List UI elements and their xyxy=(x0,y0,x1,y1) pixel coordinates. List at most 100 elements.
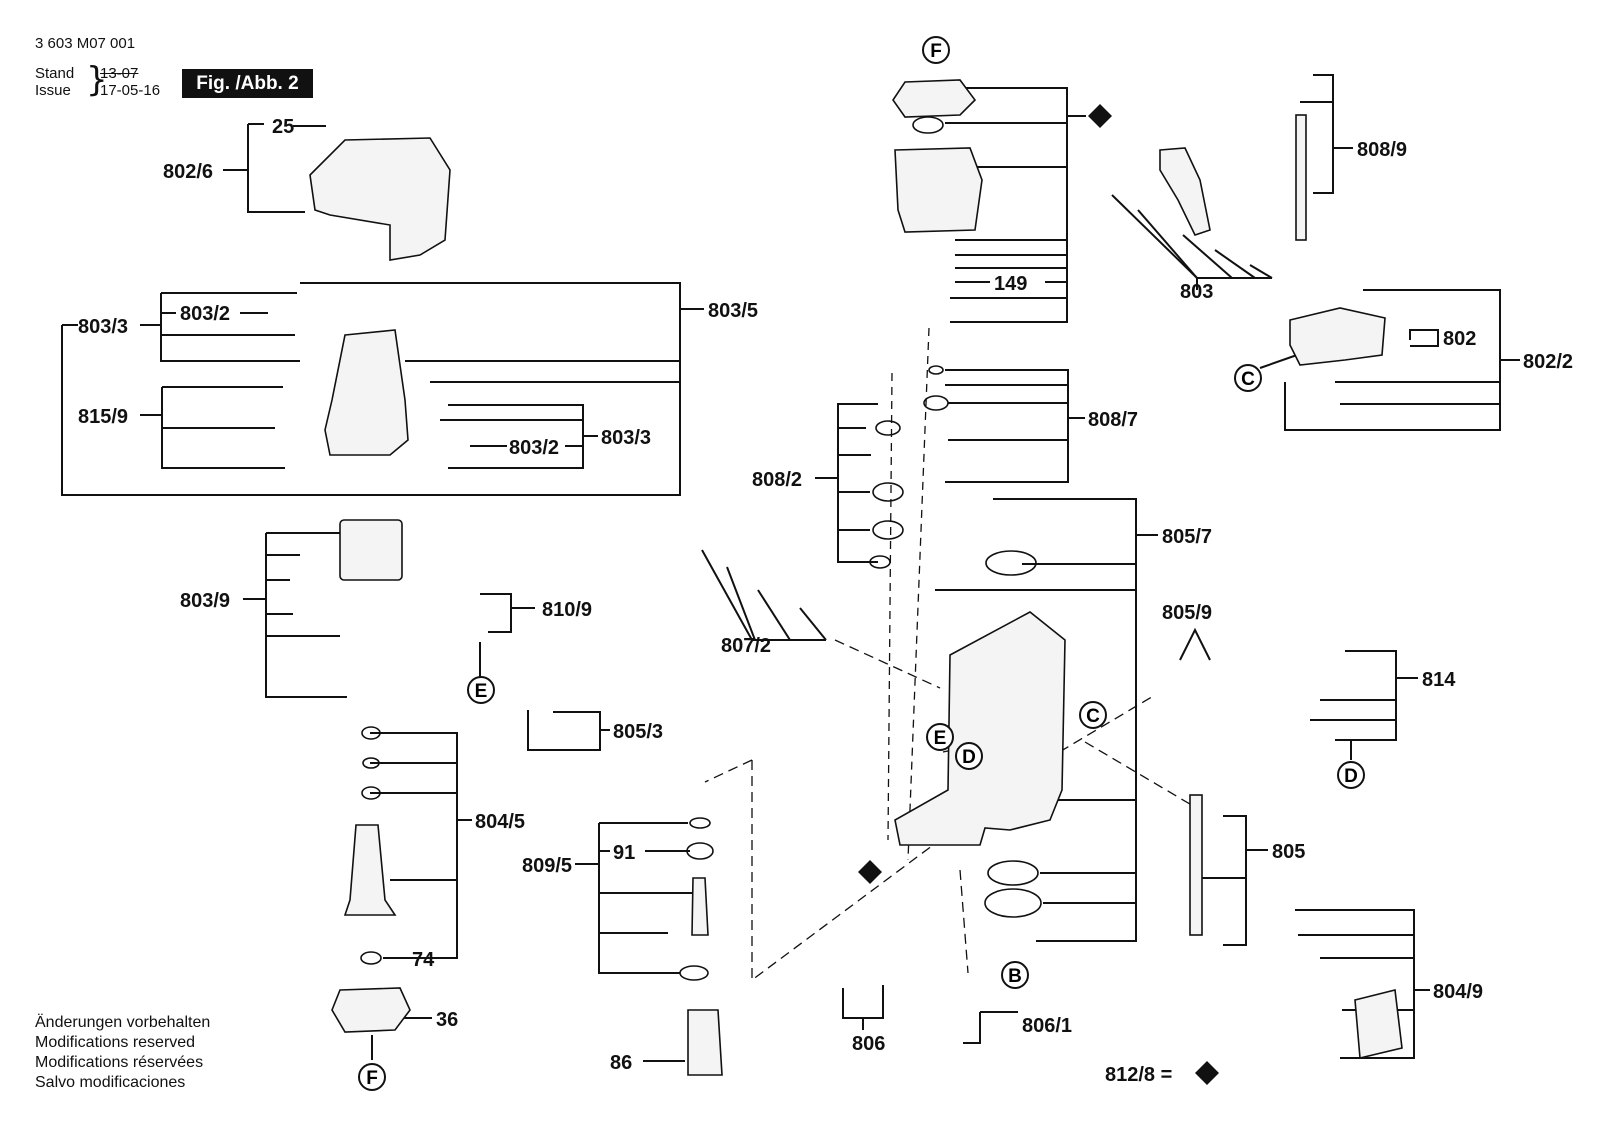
callout-807-2: 807/2 xyxy=(721,635,771,657)
board-shape xyxy=(1354,989,1403,1059)
washer-shape xyxy=(872,520,904,540)
callout-808-9: 808/9 xyxy=(1357,139,1407,161)
circle-marker-group: F F E E D D C C xyxy=(358,36,1365,1091)
ring-shape xyxy=(912,116,944,134)
callout-803-2-right: 803/2 xyxy=(509,437,559,459)
field-coil-shape xyxy=(339,519,403,581)
bearing-shape xyxy=(361,726,381,740)
callout-803-9: 803/9 xyxy=(180,590,230,612)
callout-149: 149 xyxy=(994,273,1027,295)
callout-802-6: 802/6 xyxy=(163,161,213,183)
washer-shape xyxy=(869,555,891,569)
callout-802-2: 802/2 xyxy=(1523,351,1573,373)
circle-marker-D-center: D xyxy=(955,742,983,770)
bottom-spider-shape xyxy=(331,987,411,1033)
part-drawings xyxy=(309,79,1403,1076)
stand-label: Stand xyxy=(35,65,75,82)
date-brace: } xyxy=(86,60,108,100)
note-en: Modifications reserved xyxy=(35,1034,196,1051)
motor-cover-shape xyxy=(309,137,451,261)
marker-letter: B xyxy=(1008,966,1022,987)
callout-803-3-left: 803/3 xyxy=(78,316,128,338)
circlip-shape xyxy=(984,888,1042,918)
callout-803-2-top: 803/2 xyxy=(180,303,230,325)
washer-shape xyxy=(875,420,901,436)
marker-letter: C xyxy=(1086,706,1100,727)
callout-803: 803 xyxy=(1180,281,1213,303)
callout-810-9: 810/9 xyxy=(542,599,592,621)
note-fr: Modifications réservées xyxy=(35,1054,204,1071)
callout-814: 814 xyxy=(1422,669,1456,691)
circle-marker-F-top: F xyxy=(922,36,950,64)
ring-shape xyxy=(928,365,944,375)
marker-letter: F xyxy=(366,1068,378,1089)
issue-date: 17-05-16 xyxy=(100,82,161,99)
rail-shape xyxy=(1189,794,1203,936)
marker-letter: E xyxy=(934,728,947,749)
circle-marker-C-top: C xyxy=(1234,364,1262,392)
marker-letter: D xyxy=(962,747,976,768)
bearing-shape xyxy=(923,395,949,411)
top-plate-shape xyxy=(892,79,977,118)
circle-marker-E-center: E xyxy=(926,723,954,751)
marker-letter: C xyxy=(1241,369,1255,390)
circle-marker-C-center: C xyxy=(1079,701,1107,729)
legend-812-8: 812/8 = xyxy=(1105,1064,1172,1086)
callout-803-5: 803/5 xyxy=(708,300,758,322)
chuck-shape xyxy=(687,1009,723,1076)
callout-labels: 25 802/6 803/5 803/3 803/2 815/9 803/2 8… xyxy=(78,116,1573,1086)
circlip-shape xyxy=(987,860,1039,886)
rod-shape xyxy=(1295,114,1307,241)
circle-marker-B: B xyxy=(1001,961,1029,989)
bearing-shape xyxy=(362,757,380,769)
callout-815-9: 815/9 xyxy=(78,406,128,428)
armature-shape xyxy=(343,824,397,916)
handle-shape xyxy=(1159,147,1211,236)
leader-lines xyxy=(61,74,1520,1062)
diamond-marker-legend xyxy=(1195,1061,1219,1085)
seal-shape xyxy=(689,817,711,829)
callout-86: 86 xyxy=(610,1052,632,1074)
motor-housing-shape xyxy=(324,329,409,456)
circle-marker-D-right: D xyxy=(1337,761,1365,789)
circlip-shape xyxy=(679,965,709,981)
gear-housing-shape xyxy=(894,147,983,233)
spindle-shape xyxy=(691,877,709,936)
circle-marker-F-bottom: F xyxy=(358,1063,386,1091)
callout-808-7: 808/7 xyxy=(1088,409,1138,431)
clamp-shape xyxy=(1289,307,1386,366)
note-es: Salvo modificaciones xyxy=(35,1074,186,1091)
marker-letter: F xyxy=(930,41,942,62)
callout-802: 802 xyxy=(1443,328,1476,350)
callout-804-5: 804/5 xyxy=(475,811,525,833)
callout-806: 806 xyxy=(852,1033,885,1055)
diamond-marker-left xyxy=(858,860,882,884)
diamond-marker-top xyxy=(1088,104,1112,128)
column-housing-shape xyxy=(894,611,1066,846)
bearing-shape xyxy=(361,786,381,800)
callout-36: 36 xyxy=(436,1009,458,1031)
part-number: 3 603 M07 001 xyxy=(35,35,136,52)
figure-badge: Fig. /Abb. 2 xyxy=(182,69,313,98)
old-date: 13-07 xyxy=(100,65,139,82)
modification-notes: Änderungen vorbehalten Modifications res… xyxy=(35,1013,210,1093)
callout-805-9: 805/9 xyxy=(1162,602,1212,624)
marker-letter: D xyxy=(1344,766,1358,787)
gear-shape xyxy=(872,482,904,502)
issue-label: Issue xyxy=(35,82,71,99)
circlip-shape xyxy=(985,550,1037,576)
callout-805-7: 805/7 xyxy=(1162,526,1212,548)
callout-803-3-right: 803/3 xyxy=(601,427,651,449)
callout-91: 91 xyxy=(613,842,635,864)
rings xyxy=(360,116,1042,981)
callout-809-5: 809/5 xyxy=(522,855,572,877)
callout-25: 25 xyxy=(272,116,294,138)
callout-808-2: 808/2 xyxy=(752,469,802,491)
bearing-shape xyxy=(360,951,382,965)
note-de: Änderungen vorbehalten xyxy=(35,1014,211,1031)
circle-marker-E-left: E xyxy=(467,676,495,704)
bearing-shape xyxy=(686,842,714,860)
callout-74: 74 xyxy=(412,949,435,971)
callout-805: 805 xyxy=(1272,841,1305,863)
